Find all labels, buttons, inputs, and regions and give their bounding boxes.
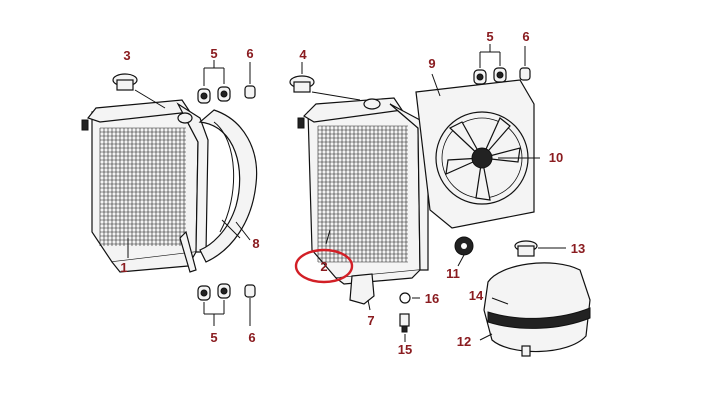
radiator-left-core [99,127,186,246]
leader-8 [235,221,251,241]
callout-labels: 1 2 3 4 5 5 5 6 6 6 7 8 9 10 11 12 13 14… [120,29,585,357]
callout-9: 9 [428,56,435,71]
callout-3: 3 [123,48,130,63]
callout-15: 15 [398,342,412,357]
callout-5-lower-left: 5 [210,330,217,345]
callout-11: 11 [446,266,460,281]
callout-10: 10 [549,150,563,165]
callout-6-upper-left: 6 [246,46,253,61]
fan-shroud [198,109,258,263]
radiator-center-core [317,125,408,263]
callout-13: 13 [571,241,585,256]
callout-6-lower-left: 6 [248,330,255,345]
leader-2 [325,229,331,245]
radiator-left [81,73,209,273]
expansion-tank [479,240,591,357]
bushing-set-lower-left [197,283,256,326]
callout-16: 16 [425,291,439,306]
highlight-circle [294,248,354,284]
bushing-set-upper-left [197,60,256,104]
callout-6-upper-right: 6 [522,29,529,44]
oring-and-valve [399,292,420,342]
callout-12: 12 [457,334,471,349]
callout-5-upper-right: 5 [486,29,493,44]
fan-assembly [415,73,540,267]
callout-7: 7 [367,313,374,328]
bracket [349,273,375,311]
callout-1: 1 [120,260,127,275]
callout-14: 14 [469,288,484,303]
callout-2: 2 [320,259,327,274]
bushing-set-upper-right [473,44,531,85]
callout-8: 8 [252,236,259,251]
callout-4: 4 [299,47,307,62]
callout-5-upper-left: 5 [210,46,217,61]
